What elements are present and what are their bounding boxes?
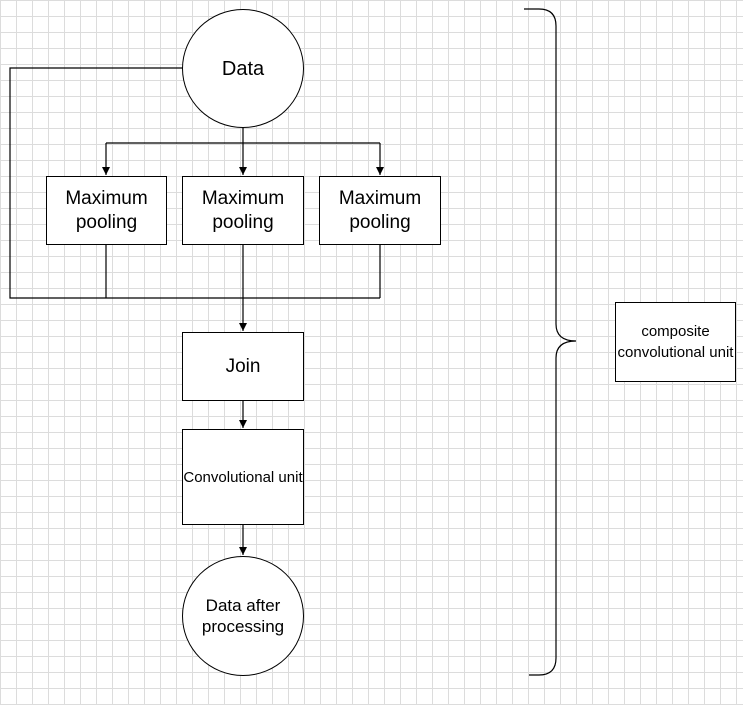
composite-unit-label-box: composite convolutional unit [615,302,736,382]
max-pooling-label-2: Maximum pooling [201,187,285,233]
output-node: Data after processing [182,556,304,676]
data-node: Data [182,9,304,128]
join-node: Join [182,332,304,401]
output-node-label: Data after processing [201,596,285,636]
max-pooling-node-3: Maximum pooling [319,176,441,245]
bypass-connector [9,67,380,299]
max-pooling-node-1: Maximum pooling [46,176,167,245]
convolutional-unit-node: Convolutional unit [182,429,304,525]
data-node-label: Data [221,57,265,80]
composite-unit-label: composite convolutional unit [617,323,734,361]
max-pooling-node-2: Maximum pooling [182,176,304,245]
max-pooling-label-1: Maximum pooling [65,187,148,233]
curly-brace [524,8,577,676]
convolutional-unit-label: Convolutional unit [183,468,303,486]
join-label: Join [225,355,261,377]
max-pooling-label-3: Maximum pooling [338,187,422,233]
